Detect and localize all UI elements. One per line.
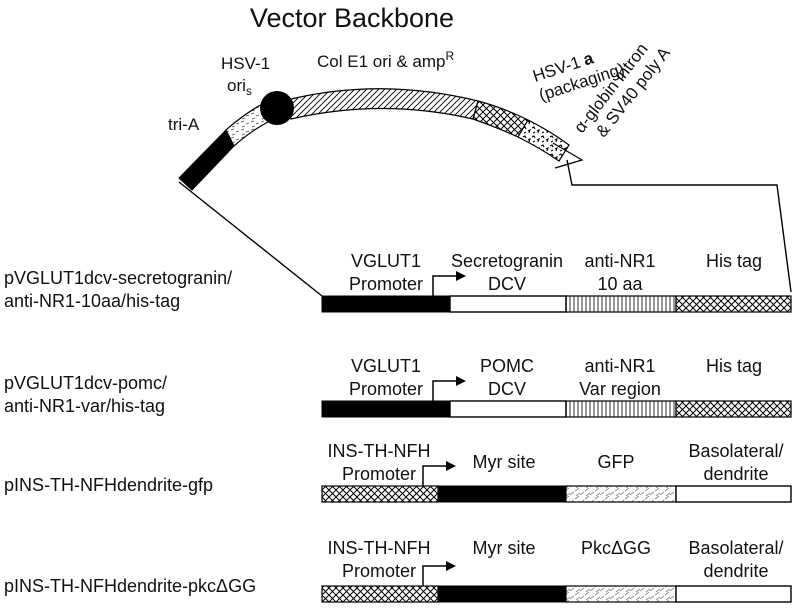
construct-name-1b: anti-NR1-10aa/his-tag <box>4 291 180 311</box>
segment-his-tag <box>675 400 792 418</box>
promoter-arrow <box>422 465 446 486</box>
promoter-arrow <box>432 380 456 401</box>
construct-2: pVGLUT1dcv-pomc/ anti-NR1-var/his-tag VG… <box>4 356 792 418</box>
segment-anti-nr1 <box>565 295 677 313</box>
promoter-arrowhead <box>446 561 456 571</box>
globin-segment <box>517 119 570 162</box>
seg4-label-b: dendrite <box>703 464 768 484</box>
segment-promoter <box>321 295 451 313</box>
segment-basolateral <box>675 585 792 603</box>
seg3-label-a: GFP <box>597 452 634 472</box>
promoter-arrowhead <box>446 461 456 471</box>
seg4-label-a: Basolateral/ <box>688 441 783 461</box>
title: Vector Backbone <box>250 3 454 33</box>
hsv-a-segment <box>472 100 529 138</box>
construct-name-4: pINS-TH-NFHdendrite-pkcΔGG <box>4 576 256 596</box>
seg3-label-b: Var region <box>579 379 661 399</box>
colE1-segment <box>286 88 479 120</box>
promoter-arrowhead <box>456 376 466 386</box>
promoter-arrowhead <box>456 271 466 281</box>
promoter-arrow <box>422 565 446 586</box>
construct-name-2b: anti-NR1-var/his-tag <box>4 396 165 416</box>
seg1-label-a: INS-TH-NFH <box>328 441 431 461</box>
hsv-oris-label-1: HSV-1 <box>221 54 270 73</box>
connector-right <box>566 159 792 293</box>
construct-4: pINS-TH-NFHdendrite-pkcΔGG INS-TH-NFH Pr… <box>4 538 792 603</box>
seg4-label-a: His tag <box>706 356 762 376</box>
seg2-label-b: DCV <box>488 379 526 399</box>
seg1-label-b: Promoter <box>342 561 416 581</box>
segment-myr-site <box>437 585 567 603</box>
seg4-label-b: dendrite <box>703 561 768 581</box>
seg1-label-a: VGLUT1 <box>351 356 421 376</box>
tri-a-label: tri-A <box>168 115 200 134</box>
construct-name-2a: pVGLUT1dcv-pomc/ <box>4 373 167 393</box>
construct-name-1a: pVGLUT1dcv-secretogranin/ <box>4 268 232 288</box>
seg2-label-a: Myr site <box>473 452 536 472</box>
seg2-label-a: Myr site <box>473 538 536 558</box>
segment-promoter <box>321 400 451 418</box>
seg1-label-b: Promoter <box>342 464 416 484</box>
seg3-label-a: anti-NR1 <box>584 356 655 376</box>
segment-promoter <box>321 485 439 503</box>
seg1-label-b: Promoter <box>349 274 423 294</box>
globin-marker <box>552 142 584 169</box>
segment-anti-nr1 <box>565 400 677 418</box>
segment-pkc <box>565 585 677 603</box>
seg3-label-b: 10 aa <box>597 274 643 294</box>
seg2-label-a: POMC <box>480 356 534 376</box>
segment-myr-site <box>437 485 567 503</box>
seg4-label-a: His tag <box>706 251 762 271</box>
seg1-label-a: INS-TH-NFH <box>328 538 431 558</box>
segment-his-tag <box>675 295 792 313</box>
construct-3: pINS-TH-NFHdendrite-gfp INS-TH-NFH Promo… <box>4 441 792 503</box>
segment-gfp <box>565 485 677 503</box>
segment-basolateral <box>675 485 792 503</box>
construct-name-3: pINS-TH-NFHdendrite-gfp <box>4 475 213 495</box>
segment-dcv <box>449 295 567 313</box>
construct-1: pVGLUT1dcv-secretogranin/ anti-NR1-10aa/… <box>4 251 792 313</box>
segment-dcv <box>449 400 567 418</box>
seg3-label-a: anti-NR1 <box>584 251 655 271</box>
seg2-label-b: DCV <box>488 274 526 294</box>
colE1-label: Col E1 ori & ampR <box>317 49 455 71</box>
seg1-label-b: Promoter <box>349 379 423 399</box>
segment-promoter <box>321 585 439 603</box>
hsv-oris-label-2: oris <box>227 76 252 98</box>
seg1-label-a: VGLUT1 <box>351 251 421 271</box>
promoter-arrow <box>432 275 456 296</box>
connector-left <box>178 181 323 297</box>
seg2-label-a: Secretogranin <box>451 251 563 271</box>
seg4-label-a: Basolateral/ <box>688 538 783 558</box>
oris-circle <box>260 91 294 125</box>
seg3-label-a: PkcΔGG <box>581 538 651 558</box>
